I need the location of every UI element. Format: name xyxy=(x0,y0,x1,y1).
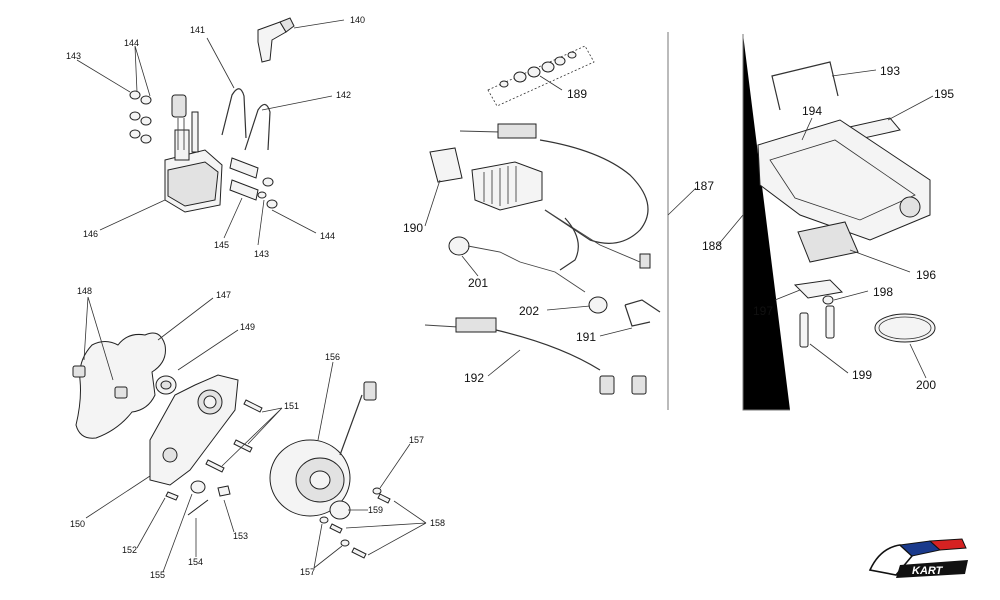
label-143-bottom: 143 xyxy=(254,249,269,259)
label-152: 152 xyxy=(122,545,137,555)
label-142: 142 xyxy=(336,90,351,100)
label-145: 145 xyxy=(214,240,229,250)
label-157-bottom: 157 xyxy=(300,567,315,577)
leader-lines xyxy=(76,19,934,573)
label-195: 195 xyxy=(934,87,954,101)
strap-200 xyxy=(874,313,936,343)
spacers xyxy=(229,157,278,209)
harness-main xyxy=(539,139,649,244)
label-199: 199 xyxy=(852,368,872,382)
u-clamp-193 xyxy=(771,61,839,111)
label-193: 193 xyxy=(880,64,900,78)
cover-gasket xyxy=(75,332,166,439)
pin-154 xyxy=(187,499,209,516)
screws-157-158 xyxy=(319,487,391,559)
divider-188 xyxy=(742,34,790,411)
label-159: 159 xyxy=(368,505,383,515)
spark-plug-cap xyxy=(257,17,295,63)
coil-strap-141 xyxy=(221,88,247,139)
harness-connector-right xyxy=(639,253,651,269)
label-201: 201 xyxy=(468,276,488,290)
label-154: 154 xyxy=(188,557,203,567)
label-143-top: 143 xyxy=(66,51,81,61)
clip-191 xyxy=(624,299,661,327)
label-156: 156 xyxy=(325,352,340,362)
block-196 xyxy=(797,221,859,263)
bolt-152 xyxy=(165,491,179,501)
bolt-199a xyxy=(799,312,809,348)
label-155: 155 xyxy=(150,570,165,580)
stator-plate xyxy=(269,381,377,517)
seal-148b xyxy=(114,386,128,399)
mp-kart-logo: KART xyxy=(868,538,968,578)
fastener-kit-189 xyxy=(487,45,595,107)
relay-190 xyxy=(429,147,463,183)
label-141: 141 xyxy=(190,25,205,35)
wiring-harness-group xyxy=(424,45,661,395)
label-191: 191 xyxy=(576,330,596,344)
label-158: 158 xyxy=(430,518,445,528)
plug-155 xyxy=(190,480,206,494)
label-150: 150 xyxy=(70,519,85,529)
label-202: 202 xyxy=(519,304,539,318)
label-189: 189 xyxy=(567,87,587,101)
stator-housing-group xyxy=(72,332,391,559)
label-148: 148 xyxy=(77,286,92,296)
ignition-coil-group xyxy=(129,17,295,213)
bolt-199b xyxy=(825,305,835,339)
label-197: 197 xyxy=(753,304,773,318)
bracket-194 xyxy=(757,119,931,241)
fitting-153 xyxy=(217,485,231,497)
harness-192 xyxy=(424,317,647,395)
label-144-top: 144 xyxy=(124,38,139,48)
label-153: 153 xyxy=(233,531,248,541)
button-202 xyxy=(588,296,608,314)
ignition-coil xyxy=(164,94,223,213)
label-149: 149 xyxy=(240,322,255,332)
label-192: 192 xyxy=(464,371,484,385)
label-194: 194 xyxy=(802,104,822,118)
clamp-197 xyxy=(793,279,844,299)
callout-labels: 140 141 142 143 144 146 145 143 144 148 … xyxy=(66,15,954,580)
label-144-bottom: 144 xyxy=(320,231,335,241)
voltage-regulator xyxy=(471,161,543,211)
label-187: 187 xyxy=(694,179,714,193)
washer-198 xyxy=(822,295,834,305)
label-188: 188 xyxy=(702,239,722,253)
harness-connector-top xyxy=(497,123,537,139)
seal-148a xyxy=(72,365,86,378)
label-151: 151 xyxy=(284,401,299,411)
coil-strap-142 xyxy=(244,103,271,151)
label-198: 198 xyxy=(873,285,893,299)
label-140: 140 xyxy=(350,15,365,25)
label-200: 200 xyxy=(916,378,936,392)
label-190: 190 xyxy=(403,221,423,235)
rotor-159 xyxy=(329,500,351,520)
label-147: 147 xyxy=(216,290,231,300)
label-157-top: 157 xyxy=(409,435,424,445)
label-146: 146 xyxy=(83,229,98,239)
button-201 xyxy=(448,236,470,256)
logo-text: KART xyxy=(912,565,944,577)
bolts-151 xyxy=(205,399,263,473)
washer-nut-stack-left xyxy=(129,90,152,144)
label-196: 196 xyxy=(916,268,936,282)
bracket-group xyxy=(757,61,936,348)
